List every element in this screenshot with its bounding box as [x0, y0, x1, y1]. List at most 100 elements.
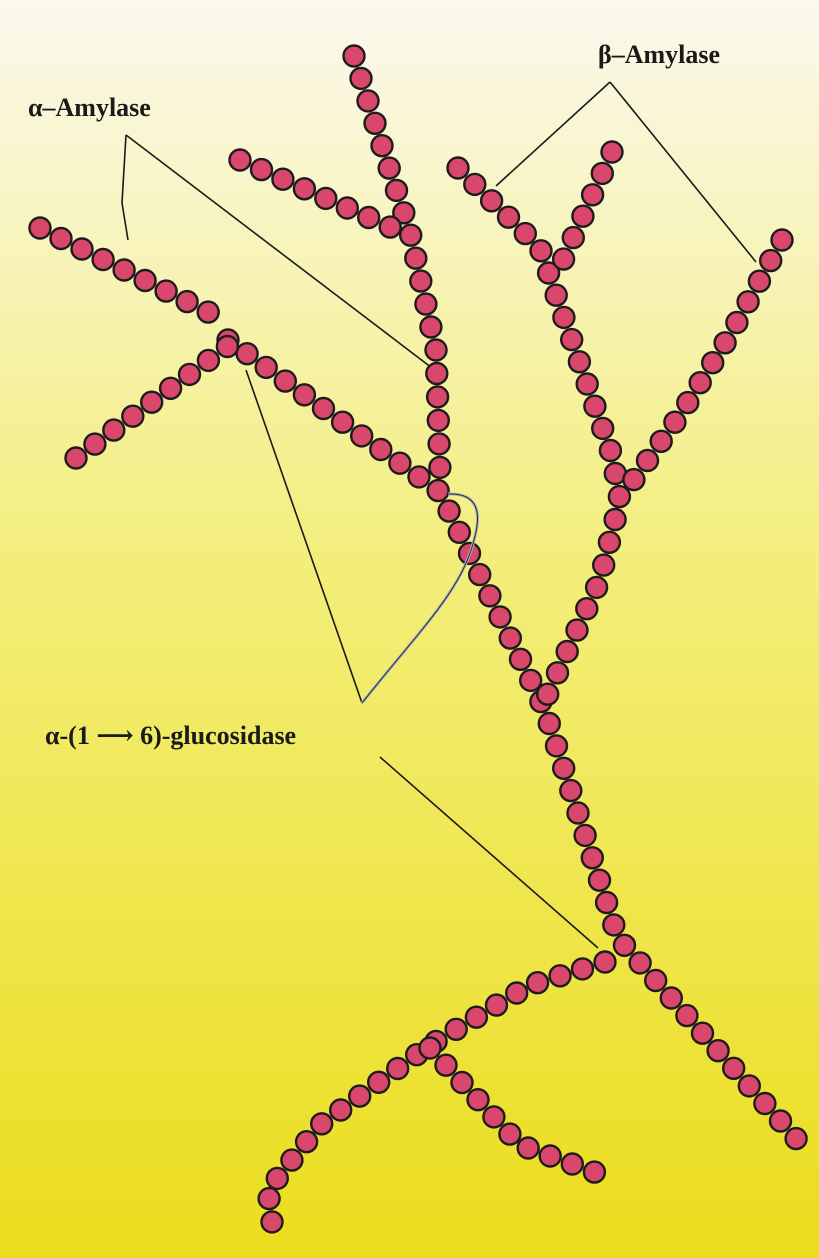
glucose-bead-icon — [103, 420, 124, 441]
glucose-bead-icon — [550, 965, 571, 986]
glucose-bead-icon — [122, 406, 143, 427]
glucose-bead-icon — [452, 1072, 473, 1093]
glucose-bead-icon — [198, 350, 219, 371]
glucose-bead-icon — [315, 188, 336, 209]
glucose-bead-icon — [469, 564, 490, 585]
glucose-bead-icon — [198, 302, 219, 323]
glucose-bead-icon — [557, 641, 578, 662]
glucose-bead-icon — [553, 758, 574, 779]
glucose-bead-icon — [368, 1072, 389, 1093]
glucose-bead-icon — [464, 174, 485, 195]
glucose-bead-icon — [114, 260, 135, 281]
glucose-bead-icon — [160, 378, 181, 399]
glucose-bead-icon — [527, 972, 548, 993]
glucose-bead-icon — [370, 439, 391, 460]
glucose-bead-icon — [358, 90, 379, 111]
glucose-bead-icon — [272, 169, 293, 190]
glucose-bead-icon — [560, 780, 581, 801]
glucose-bead-icon — [313, 398, 334, 419]
glucose-bead-icon — [572, 206, 593, 227]
glucose-bead-icon — [426, 363, 447, 384]
glucose-bead-icon — [410, 271, 431, 292]
glucose-bead-icon — [600, 440, 621, 461]
glucose-bead-icon — [586, 577, 607, 598]
glucose-bead-icon — [483, 1106, 504, 1127]
glucose-bead-icon — [553, 307, 574, 328]
glucose-bead-icon — [599, 532, 620, 553]
glucose-bead-icon — [595, 952, 616, 973]
glucose-bead-icon — [561, 329, 582, 350]
glucose-bead-icon — [708, 1040, 729, 1061]
glucose-bead-icon — [786, 1128, 807, 1149]
glucose-bead-icon — [569, 351, 590, 372]
glucose-bead-icon — [723, 1058, 744, 1079]
glucose-bead-icon — [66, 448, 87, 469]
glucose-bead-icon — [337, 198, 358, 219]
glucose-bead-icon — [294, 178, 315, 199]
glucose-bead-icon — [358, 207, 379, 228]
glucose-bead-icon — [602, 142, 623, 163]
glucose-bead-icon — [518, 1138, 539, 1159]
glucose-bead-icon — [256, 357, 277, 378]
glucose-bead-icon — [637, 450, 658, 471]
glucose-bead-icon — [259, 1188, 280, 1209]
glucose-bead-icon — [664, 412, 685, 433]
glucose-bead-icon — [365, 113, 386, 134]
glucose-bead-icon — [379, 158, 400, 179]
glucose-bead-icon — [448, 158, 469, 179]
glucose-bead-icon — [179, 364, 200, 385]
glucose-bead-icon — [428, 410, 449, 431]
glucose-bead-icon — [281, 1150, 302, 1171]
glucose-bead-icon — [592, 163, 613, 184]
glucose-bead-icon — [510, 649, 531, 670]
glucose-bead-icon — [661, 988, 682, 1009]
glucose-bead-icon — [466, 1007, 487, 1028]
glucose-bead-icon — [603, 914, 624, 935]
glucose-bead-icon — [690, 372, 711, 393]
glucose-bead-icon — [141, 392, 162, 413]
glucose-bead-icon — [439, 501, 460, 522]
glucose-bead-icon — [537, 684, 558, 705]
glucose-bead-icon — [539, 713, 560, 734]
glucose-bead-icon — [420, 1038, 441, 1059]
glucose-bead-icon — [344, 46, 365, 67]
glucose-bead-icon — [389, 453, 410, 474]
glucose-bead-icon — [498, 207, 519, 228]
glucose-bead-icon — [567, 620, 588, 641]
glucose-bead-icon — [446, 1019, 467, 1040]
glucose-bead-icon — [93, 249, 114, 270]
glucose-bead-icon — [262, 1211, 283, 1232]
glucose-bead-icon — [584, 396, 605, 417]
glucose-bead-icon — [481, 190, 502, 211]
glucose-bead-icon — [563, 227, 584, 248]
glucose-bead-icon — [568, 803, 589, 824]
glucose-bead-icon — [436, 1055, 457, 1076]
glucose-bead-icon — [692, 1023, 713, 1044]
glucose-bead-icon — [217, 336, 238, 357]
glucose-bead-icon — [84, 434, 105, 455]
glucose-bead-icon — [677, 392, 698, 413]
glucose-bead-icon — [614, 935, 635, 956]
glucose-bead-icon — [553, 249, 574, 270]
glucose-bead-icon — [562, 1154, 583, 1175]
glucose-bead-icon — [738, 291, 759, 312]
glucose-bead-icon — [156, 281, 177, 302]
glucose-bead-icon — [429, 457, 450, 478]
glucose-bead-icon — [135, 270, 156, 291]
glucose-bead-icon — [400, 225, 421, 246]
glucose-bead-icon — [546, 285, 567, 306]
glucose-bead-icon — [651, 431, 672, 452]
glucose-bead-icon — [449, 522, 470, 543]
glucose-bead-icon — [486, 995, 507, 1016]
glucose-bead-icon — [726, 312, 747, 333]
glucose-bead-icon — [592, 418, 613, 439]
glucose-bead-icon — [754, 1093, 775, 1114]
glucose-bead-icon — [237, 343, 258, 364]
glucose-bead-icon — [332, 412, 353, 433]
glucose-bead-icon — [760, 250, 781, 271]
glucose-bead-icon — [584, 1162, 605, 1183]
glucose-bead-icon — [468, 1089, 489, 1110]
glucose-bead-icon — [605, 509, 626, 530]
